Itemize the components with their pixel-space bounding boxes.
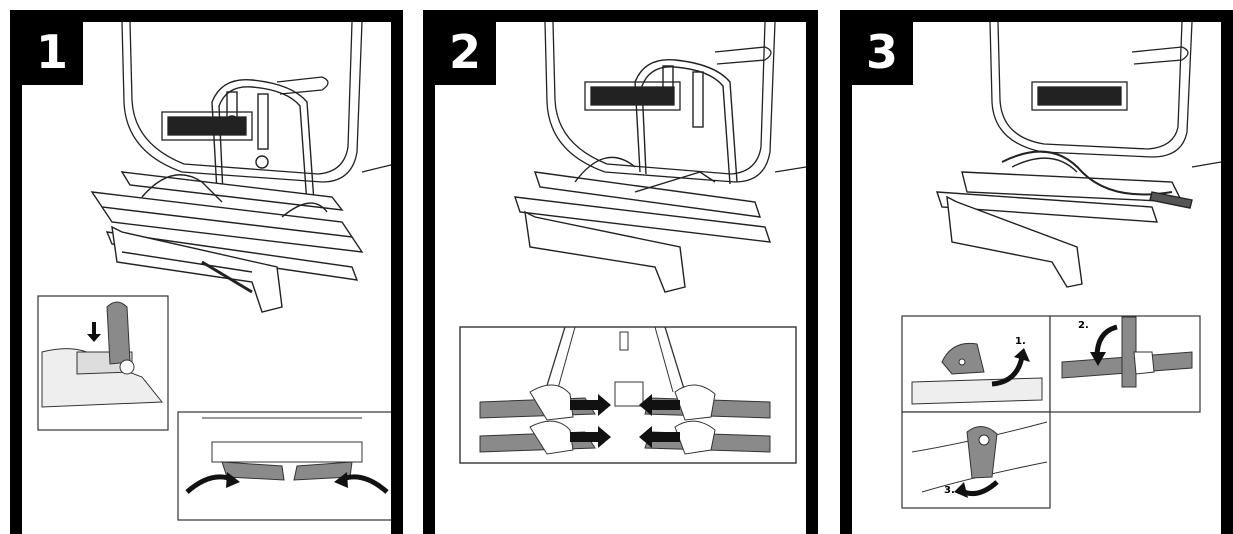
fold-detail-inset (177, 411, 391, 521)
vehicle-rear (544, 22, 806, 183)
bike-carrier (513, 58, 772, 293)
inset-label-2: 2. (1078, 320, 1089, 331)
step-2-number: 2 (435, 22, 496, 85)
bike-carrier (90, 78, 364, 313)
step-1-illustration (37, 22, 391, 521)
step-2-panel: 2 (423, 10, 818, 534)
lever-detail-insets: 1. 2. 3. (901, 315, 1201, 509)
step-3-panel: 3 1. (840, 10, 1233, 534)
inset-label-1: 1. (1015, 336, 1026, 347)
step-3-number: 3 (852, 22, 913, 85)
wheel-holder-detail-inset (459, 326, 797, 464)
step-2-illustration (459, 22, 806, 464)
folded-bike-carrier (936, 150, 1193, 288)
step-3-illustration: 1. 2. 3. (901, 22, 1221, 509)
step-1-number: 1 (22, 22, 83, 85)
vehicle-rear (989, 22, 1221, 168)
strap-detail-inset (37, 295, 169, 431)
inset-label-3: 3. (944, 485, 955, 496)
vehicle-rear (121, 22, 391, 183)
step-1-panel: 1 (10, 10, 403, 534)
